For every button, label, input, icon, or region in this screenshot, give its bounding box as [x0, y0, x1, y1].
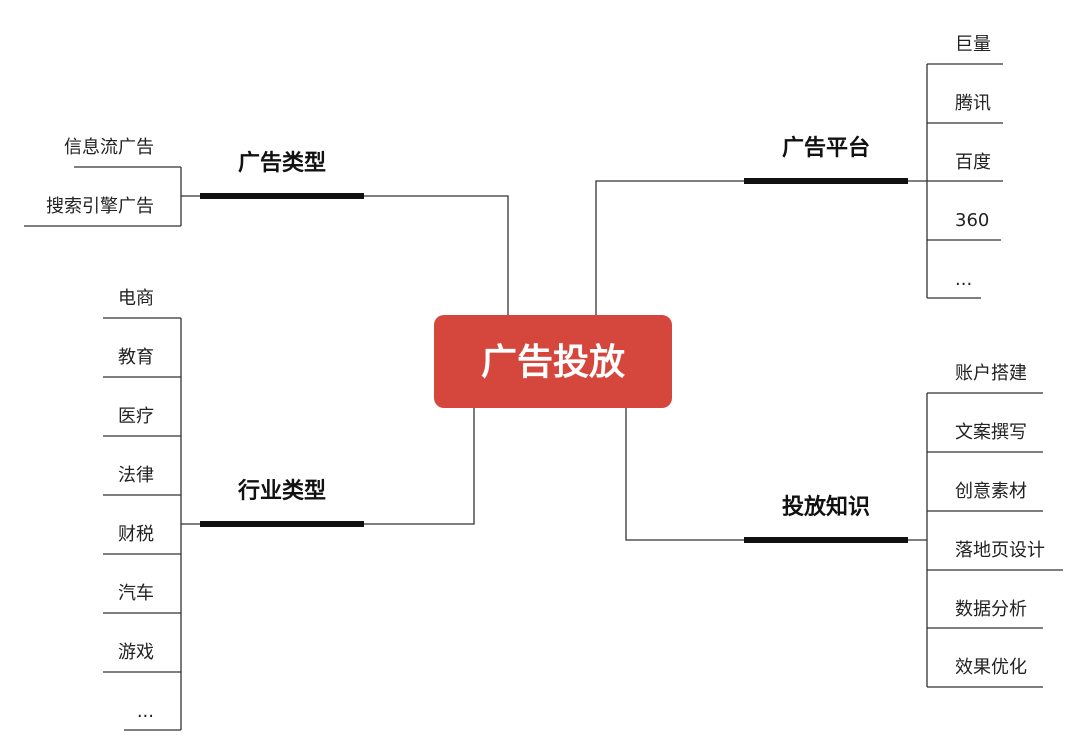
leaf-industry-5[interactable]: 汽车	[103, 583, 181, 614]
connector-platform	[595, 180, 744, 315]
center-node-label: 广告投放	[481, 342, 625, 383]
leaf-label: 巨量	[955, 34, 991, 55]
leaf-label: 信息流广告	[64, 137, 154, 158]
branch-ad-type-label: 广告类型	[238, 150, 326, 176]
leaf-knowledge-5[interactable]: 效果优化	[927, 657, 1043, 688]
leaf-industry-6[interactable]: 游戏	[103, 642, 181, 673]
leaf-label: 腾讯	[955, 93, 991, 114]
leaf-ad-type-1[interactable]: 搜索引擎广告	[24, 196, 181, 227]
leaf-platform-4[interactable]: ...	[927, 269, 981, 299]
leaf-knowledge-3[interactable]: 落地页设计	[927, 540, 1063, 571]
leaf-label: 账户搭建	[955, 363, 1027, 384]
leaf-label: 游戏	[118, 642, 154, 663]
leaf-industry-1[interactable]: 教育	[103, 347, 181, 378]
leaf-platform-1[interactable]: 腾讯	[927, 93, 1003, 124]
leaf-label: 效果优化	[955, 657, 1027, 678]
leaf-label: ...	[955, 269, 972, 290]
leaf-industry-3[interactable]: 法律	[103, 465, 181, 496]
center-node-box	[434, 315, 672, 408]
leaf-label: 教育	[118, 347, 154, 368]
leaf-label: 文案撰写	[955, 422, 1027, 443]
leaf-industry-2[interactable]: 医疗	[103, 406, 181, 437]
leaf-platform-2[interactable]: 百度	[927, 152, 1003, 182]
leaf-knowledge-2[interactable]: 创意素材	[927, 481, 1043, 512]
branch-industry[interactable]: 行业类型 电商 教育 医疗 法律 财税 汽车 游戏	[103, 288, 364, 731]
leaf-knowledge-4[interactable]: 数据分析	[927, 599, 1043, 629]
leaf-label: 百度	[955, 152, 991, 173]
leaf-label: 电商	[118, 288, 154, 309]
branch-platform-label: 广告平台	[782, 135, 870, 161]
connector-knowledge	[625, 408, 744, 541]
branch-knowledge-label: 投放知识	[782, 494, 870, 520]
leaf-platform-3[interactable]: 360	[927, 210, 1001, 241]
leaf-label: ...	[137, 701, 154, 722]
branch-ad-type[interactable]: 广告类型 信息流广告 搜索引擎广告	[24, 137, 364, 227]
leaf-platform-0[interactable]: 巨量	[927, 34, 1003, 65]
leaf-label: 落地页设计	[955, 540, 1045, 561]
branch-platform[interactable]: 广告平台 巨量 腾讯 百度 360 ...	[744, 34, 1003, 299]
leaf-industry-7[interactable]: ...	[124, 701, 181, 731]
leaf-label: 法律	[118, 465, 154, 486]
leaf-knowledge-0[interactable]: 账户搭建	[927, 363, 1043, 394]
branch-knowledge[interactable]: 投放知识 账户搭建 文案撰写 创意素材 落地页设计 数据分析 效果优化	[744, 363, 1063, 688]
leaf-label: 汽车	[118, 583, 154, 604]
leaf-label: 医疗	[118, 406, 154, 427]
leaf-label: 数据分析	[955, 599, 1027, 620]
leaf-label: 创意素材	[955, 481, 1027, 502]
branch-industry-label: 行业类型	[237, 478, 326, 504]
connector-ad-type	[364, 195, 509, 315]
leaf-label: 360	[955, 210, 989, 231]
center-node[interactable]: 广告投放	[434, 315, 672, 408]
leaf-label: 财税	[118, 524, 154, 545]
connector-industry	[364, 408, 475, 525]
leaf-ad-type-0[interactable]: 信息流广告	[64, 137, 181, 168]
leaf-knowledge-1[interactable]: 文案撰写	[927, 422, 1043, 453]
leaf-industry-0[interactable]: 电商	[103, 288, 181, 319]
leaf-industry-4[interactable]: 财税	[103, 524, 181, 555]
leaf-label: 搜索引擎广告	[46, 196, 154, 217]
